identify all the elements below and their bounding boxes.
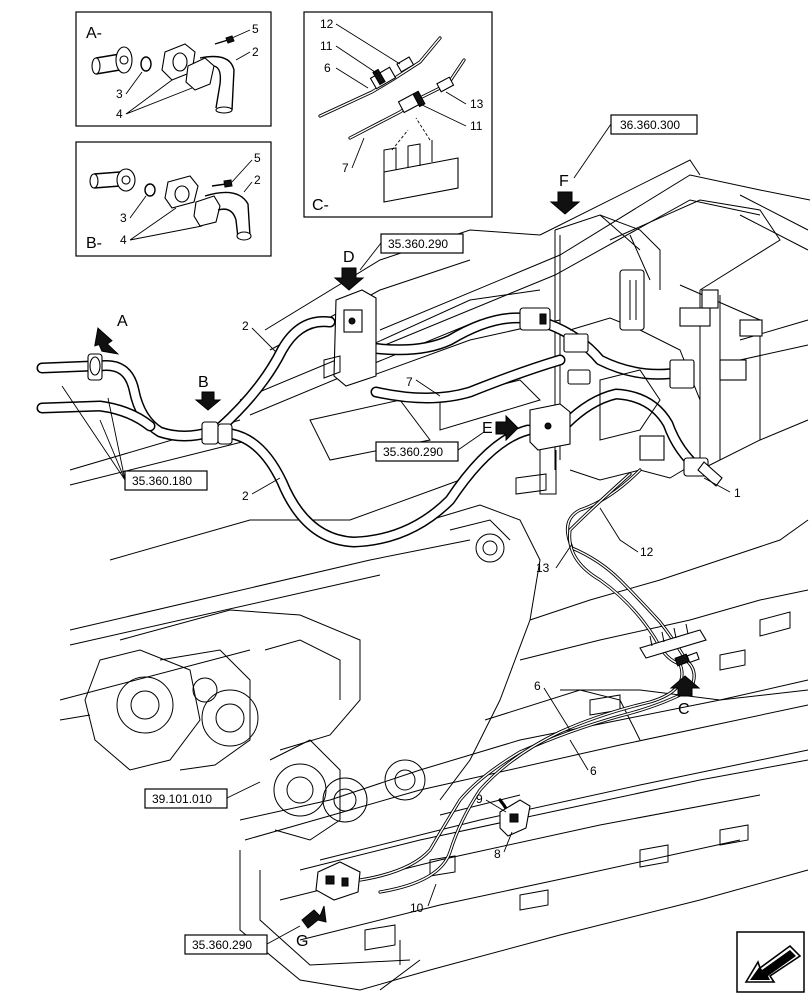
view-b-title: B- (86, 235, 102, 252)
callout-a-5: 5 (252, 22, 259, 36)
electrical-cables (315, 468, 707, 901)
callout-6-upper: 6 (534, 679, 541, 693)
svg-text:A: A (117, 313, 128, 330)
ref-39101010-box[interactable]: 39.101.010 (144, 781, 261, 809)
callout-c-13: 13 (470, 97, 484, 111)
callout-1: 1 (734, 486, 741, 500)
machine-frame-outline (59, 159, 811, 991)
view-arrow-d: D (333, 249, 365, 291)
callout-a-4: 4 (116, 107, 123, 121)
callout-2-upper: 2 (242, 319, 249, 333)
svg-text:G: G (296, 933, 308, 950)
callout-a-3: 3 (116, 87, 123, 101)
hydraulic-hoses (36, 312, 706, 548)
callout-c-11b: 11 (470, 119, 483, 133)
ref-35360290-g-box[interactable]: 35.360.290 (184, 925, 301, 955)
view-arrow-c: C (669, 675, 701, 718)
callout-c-7: 7 (342, 161, 349, 175)
svg-text:E: E (482, 420, 493, 437)
callout-9: 9 (476, 792, 483, 806)
callout-12: 12 (640, 545, 654, 559)
callout-10: 10 (410, 901, 424, 915)
callout-8: 8 (494, 847, 501, 861)
ref-35360290-d-box[interactable]: 35.360.290 (359, 233, 464, 271)
callout-b-4: 4 (120, 233, 127, 247)
ref-35360290-e-box[interactable]: 35.360.290 (375, 431, 485, 462)
ref-35360180-box[interactable]: 35.360.180 (61, 385, 208, 491)
ref-35360180-label: 35.360.180 (132, 474, 192, 488)
view-a-title: A- (86, 25, 102, 42)
detail-view-c: C- 12 11 6 13 11 7 (303, 11, 493, 218)
ref-35360290-g-label: 35.360.290 (192, 938, 252, 952)
view-arrow-a: A (94, 313, 128, 355)
view-arrow-e: E (482, 414, 519, 442)
ref-35360290-d-label: 35.360.290 (388, 237, 448, 251)
ref-36360300-label: 36.360.300 (620, 118, 680, 132)
svg-text:F: F (559, 173, 569, 190)
ref-36360300-box[interactable]: 36.360.300 (573, 114, 698, 179)
main-callouts: 2 2 7 1 12 13 6 6 9 8 10 (242, 319, 741, 915)
callout-c-11a: 11 (320, 39, 333, 53)
callout-6-lower: 6 (590, 764, 597, 778)
callout-b-3: 3 (120, 211, 127, 225)
hose-fittings (87, 269, 763, 495)
view-c-title: C- (312, 197, 329, 214)
svg-text:C: C (678, 701, 690, 718)
callout-b-2: 2 (254, 173, 261, 187)
callout-2-lower: 2 (242, 489, 249, 503)
detail-view-a: A- 5 2 3 4 (75, 11, 272, 127)
view-arrow-b: B (194, 374, 222, 411)
ref-39101010-label: 39.101.010 (152, 792, 212, 806)
svg-text:D: D (343, 249, 355, 266)
svg-text:B: B (198, 374, 209, 391)
view-arrow-f: F (549, 173, 581, 215)
view-arrow-g: G (296, 905, 327, 950)
callout-b-5: 5 (254, 151, 261, 165)
callout-13: 13 (536, 561, 550, 575)
callout-a-2: 2 (252, 45, 259, 59)
callout-c-12: 12 (320, 17, 334, 31)
callout-c-6: 6 (324, 61, 331, 75)
previous-page-arrow-icon[interactable] (736, 931, 805, 993)
detail-view-b: B- 5 2 3 4 (75, 141, 272, 257)
callout-7: 7 (406, 375, 413, 389)
ref-35360290-e-label: 35.360.290 (383, 445, 443, 459)
